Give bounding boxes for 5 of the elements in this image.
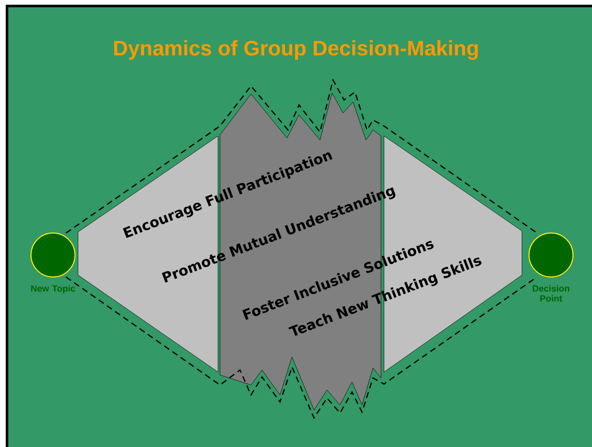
circle-marker xyxy=(30,232,76,278)
node-caption: New Topic xyxy=(31,285,76,294)
title: Dynamics of Group Decision-Making xyxy=(114,40,478,60)
circle-marker xyxy=(528,232,574,278)
node-caption: Decision Point xyxy=(532,285,570,302)
